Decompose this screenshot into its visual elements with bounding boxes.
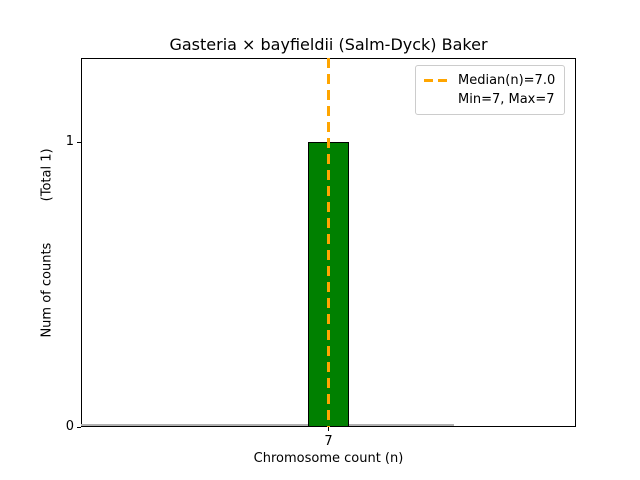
zero-count-baseline [81,424,455,426]
dashed-line-icon [424,79,449,82]
y-tick-mark [77,141,81,143]
legend-label: Min=7, Max=7 [458,92,555,107]
y-axis-label: Num of counts (Total 1) [39,148,55,338]
y-tick-mark [77,426,81,428]
blank-marker [424,98,449,101]
y-tick-label: 1 [65,134,74,150]
legend: Median(n)=7.0 Min=7, Max=7 [415,65,566,115]
median-line [327,58,330,427]
legend-entry-median: Median(n)=7.0 [424,71,555,90]
chart-title: Gasteria × bayfieldii (Salm-Dyck) Baker [169,35,488,54]
legend-label: Median(n)=7.0 [458,73,556,88]
legend-entry-minmax: Min=7, Max=7 [424,90,555,109]
x-axis-label: Chromosome count (n) [253,451,404,466]
x-tick-mark [328,427,329,431]
y-tick-label: 0 [65,419,74,434]
x-tick-label: 7 [324,434,333,449]
